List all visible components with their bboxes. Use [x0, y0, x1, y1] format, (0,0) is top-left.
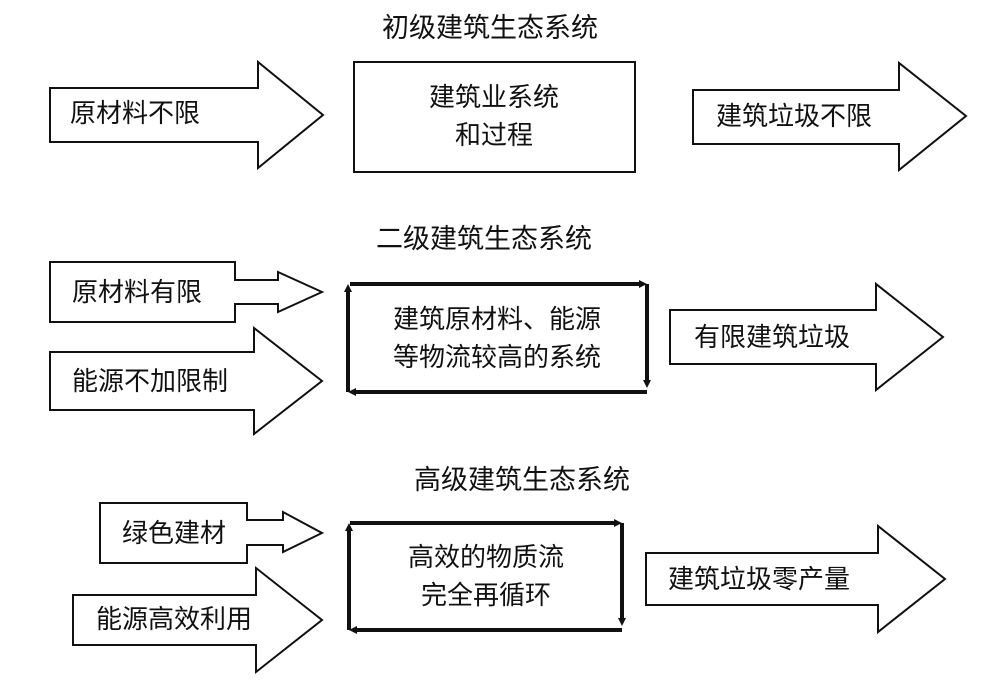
level1-input-label: 原材料不限 — [70, 99, 201, 129]
level2-input1-label: 原材料有限 — [72, 278, 203, 308]
level3-input2-label: 能源高效利用 — [96, 605, 253, 635]
level2-output-label: 有限建筑垃圾 — [694, 323, 851, 353]
level3-title: 高级建筑生态系统 — [414, 465, 630, 496]
level3-output-arrow — [645, 523, 947, 635]
level1-title: 初级建筑生态系统 — [382, 13, 598, 44]
level3-process-line2: 完全再循环 — [420, 581, 552, 611]
level1-process-text: 建筑业系统 和过程 — [429, 79, 559, 155]
level1-output-arrow — [692, 60, 968, 173]
level3-input1-arrow — [99, 502, 325, 564]
level2-output-arrow — [669, 281, 945, 393]
level2-title: 二级建筑生态系统 — [376, 224, 592, 255]
level3-input2-arrow — [72, 565, 324, 675]
level2-cycle-loop — [344, 280, 651, 396]
level3-output-label: 建筑垃圾零产量 — [668, 565, 851, 595]
level2-input2-arrow — [49, 325, 324, 437]
level1-output-label: 建筑垃圾不限 — [716, 102, 873, 132]
level1-input-arrow — [49, 59, 325, 171]
level2-process-line1: 建筑原材料、能源 — [392, 305, 602, 335]
level2-input1-arrow — [49, 261, 325, 323]
level1-process-line1: 建筑业系统 — [428, 83, 560, 113]
level3-process-text: 高效的物质流 完全再循环 — [408, 539, 564, 615]
level3-input1-label: 绿色建材 — [122, 519, 227, 549]
level2-process-text: 建筑原材料、能源 等物流较高的系统 — [393, 301, 601, 377]
level2-input2-label: 能源不加限制 — [72, 367, 229, 397]
level3-process-line1: 高效的物质流 — [407, 543, 565, 573]
level2-process-line2: 等物流较高的系统 — [392, 343, 602, 373]
level3-cycle-loop — [345, 519, 626, 634]
level1-process-box — [353, 61, 636, 173]
level1-process-line2: 和过程 — [454, 121, 534, 151]
